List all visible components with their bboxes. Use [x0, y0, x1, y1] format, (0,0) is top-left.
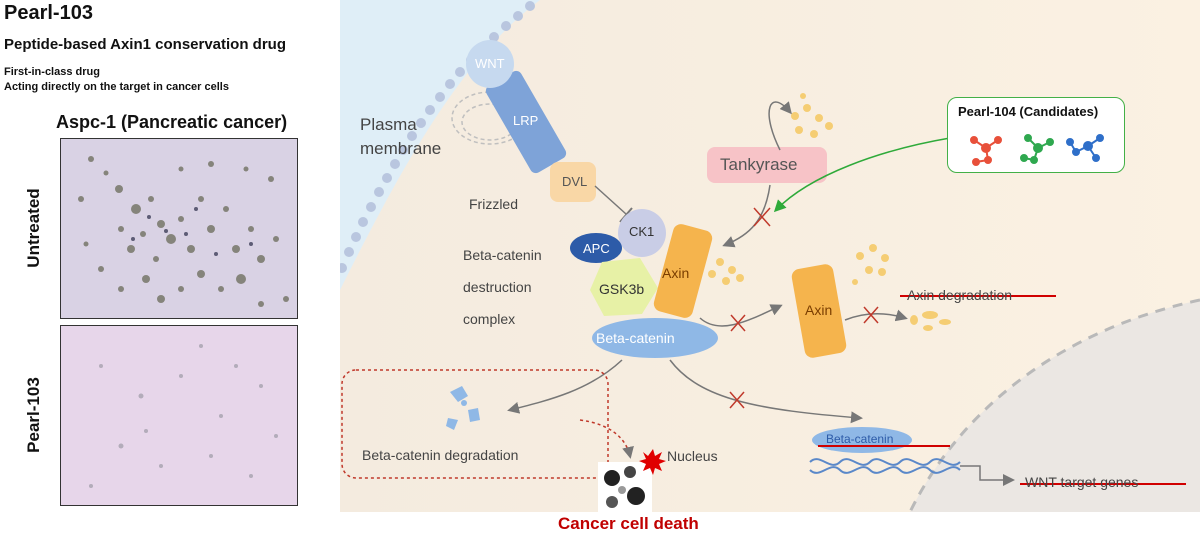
plasma-membrane-label: Plasma membrane [360, 115, 442, 158]
beta-catenin-complex-label: Beta-catenin [596, 330, 675, 346]
row-label-pearl-103: Pearl-103 [24, 377, 43, 453]
complex-label-line-1: Beta-catenin [463, 247, 542, 263]
row-label-untreated: Untreated [24, 188, 43, 268]
axin-complex-label: Axin [662, 265, 690, 281]
cancer-cell-death-label: Cancer cell death [558, 514, 699, 533]
pathway-diagram [340, 0, 1200, 512]
micrograph-title: Aspc-1 (Pancreatic cancer) [56, 112, 288, 132]
candidate-molecule-red-icon [970, 136, 1002, 166]
axin-free-label: Axin [805, 302, 833, 318]
candidate-molecule-green-icon [1020, 134, 1054, 164]
untreated-cells-image [78, 156, 289, 307]
beta-catenin-degradation-label: Beta-catenin degradation [362, 447, 519, 463]
dying-cells-icon [598, 462, 652, 512]
treated-cells-image [89, 344, 278, 488]
lrp-label: LRP [513, 113, 539, 128]
note-first-in-class: First-in-class drug [4, 66, 100, 78]
wnt-label: WNT [475, 56, 505, 71]
complex-label-line-2: destruction [463, 279, 532, 295]
gsk3b-label: GSK3b [599, 281, 645, 297]
product-subtitle: Peptide-based Axin1 conservation drug [4, 36, 287, 53]
frizzled-label: Frizzled [469, 196, 519, 212]
tankyrase-label: Tankyrase [720, 155, 798, 174]
apc-label: APC [583, 241, 610, 256]
candidate-molecules [970, 134, 1104, 166]
complex-label-line-3: complex [463, 311, 516, 327]
micrograph-pearl-103 [60, 325, 298, 506]
nucleus-label: Nucleus [667, 448, 718, 464]
candidates-title: Pearl-104 (Candidates) [958, 104, 1099, 119]
note-target-action: Acting directly on the target in cancer … [4, 81, 229, 93]
ck1-label: CK1 [629, 224, 655, 239]
axin-degradation-label: Axin degradation [907, 287, 1013, 303]
candidate-molecule-blue-icon [1066, 134, 1104, 162]
product-title: Pearl-103 [4, 2, 93, 24]
wnt-target-genes-label: WNT target genes [1025, 474, 1139, 490]
nuclear-beta-catenin-label: Beta-catenin [826, 432, 894, 446]
micrograph-untreated [60, 138, 298, 319]
dvl-label: DVL [562, 174, 588, 189]
